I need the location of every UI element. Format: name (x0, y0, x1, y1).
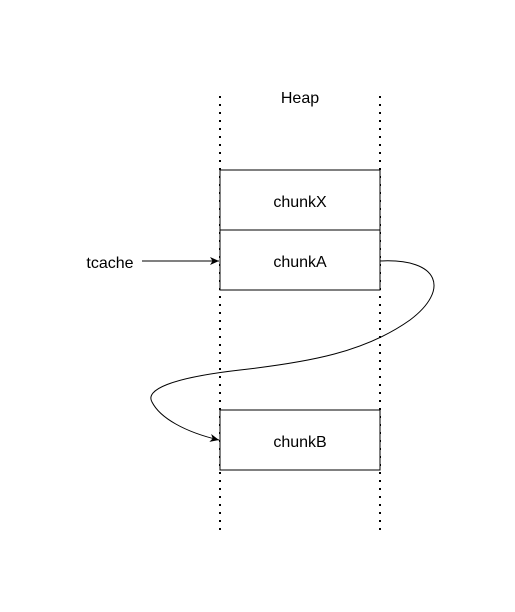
chunk-b-box (219, 409, 381, 471)
chunk-b-label: chunkB (273, 434, 326, 451)
chunk-x: chunkX (219, 169, 381, 231)
next-pointer-arrow (150, 260, 435, 442)
chunk-x-label: chunkX (273, 194, 327, 211)
chunk-a-box (219, 229, 381, 291)
chunk-a-label: chunkA (273, 254, 327, 271)
chunk-b: chunkB (219, 409, 381, 471)
heap-label: Heap (281, 90, 319, 107)
chunk-a: chunkA (219, 229, 381, 291)
tcache-label: tcache (86, 255, 133, 272)
chunk-x-box (219, 169, 381, 231)
